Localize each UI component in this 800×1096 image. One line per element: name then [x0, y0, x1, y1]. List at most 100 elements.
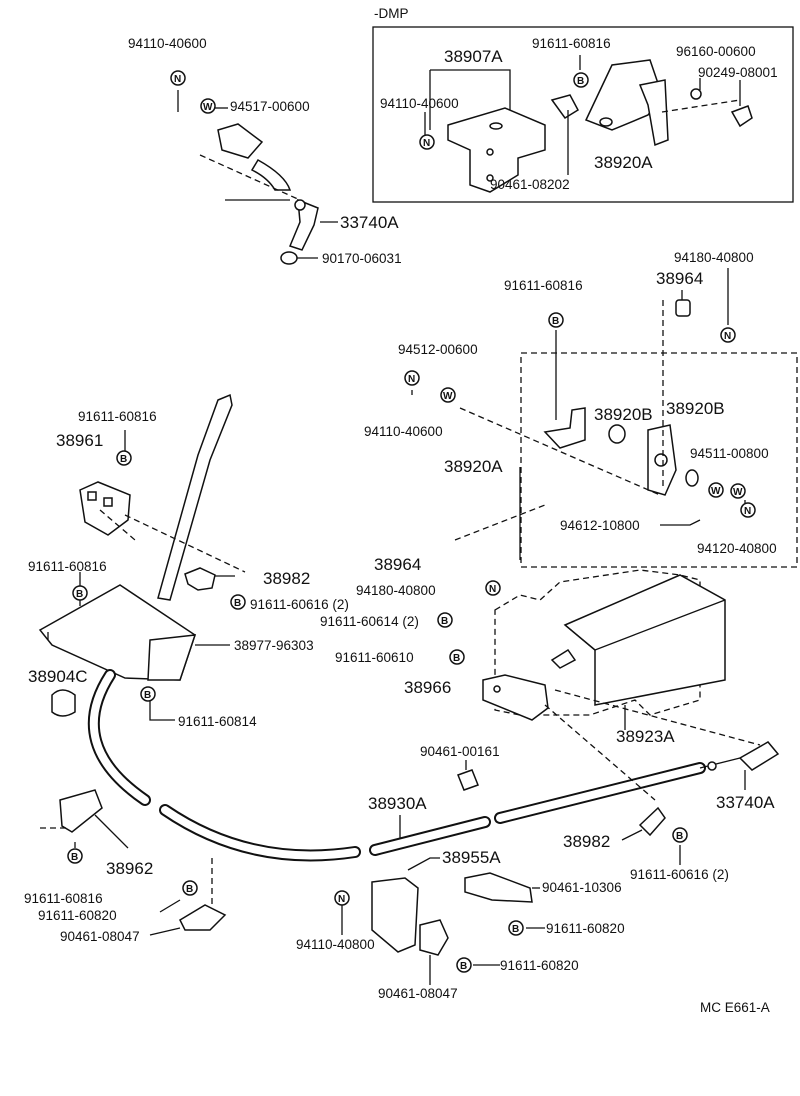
label-91611-60820: 91611-60820	[500, 958, 579, 973]
bolt-symbol-b	[508, 920, 524, 936]
cable-nut	[707, 761, 717, 771]
label-94517-00600: 94517-00600	[230, 99, 310, 114]
leader-dash	[99, 509, 136, 541]
bolt-symbol-b	[72, 585, 88, 601]
38930a-cable-group	[87, 669, 780, 862]
leader	[407, 857, 440, 871]
leader	[159, 899, 181, 913]
90249-bolt	[730, 105, 753, 128]
label-94110-40600: 94110-40600	[380, 96, 459, 111]
hole	[87, 491, 97, 501]
nut-symbol-n	[404, 370, 420, 386]
33740a-top-part	[288, 198, 319, 251]
washer-symbol-w	[708, 482, 724, 498]
bolt-symbol-b	[573, 72, 589, 88]
leader	[621, 829, 643, 841]
bolt-symbol-text: B	[186, 884, 193, 895]
96160-washer	[690, 88, 702, 100]
top-linkage-group	[177, 90, 338, 265]
label-94612-10800: 94612-10800	[560, 518, 640, 533]
label-91611-60614-2: 91611-60614 (2)	[320, 614, 419, 629]
label-90461-08047: 90461-08047	[378, 986, 458, 1001]
subassembly-dashed-box	[520, 352, 798, 568]
bolt-symbol-b	[67, 848, 83, 864]
label-94110-40600: 94110-40600	[128, 36, 207, 51]
ball-joint	[294, 199, 306, 211]
label-38920b: 38920B	[594, 405, 653, 424]
label-38966: 38966	[404, 678, 451, 697]
cable-end-rod	[699, 757, 741, 769]
leader	[149, 700, 175, 721]
38923a-housing	[563, 574, 726, 706]
label-90461-08202: 90461-08202	[490, 177, 570, 192]
label-91611-60816: 91611-60816	[504, 278, 583, 293]
hole	[489, 122, 503, 130]
label-96160-00600: 96160-00600	[676, 44, 756, 59]
cable-segment-inner	[371, 818, 489, 854]
label-94512-00600: 94512-00600	[398, 342, 478, 357]
label-91611-60616-2: 91611-60616 (2)	[630, 867, 729, 882]
bolt-symbol-text: B	[676, 831, 683, 842]
label-94511-00800: 94511-00800	[690, 446, 769, 461]
pivot	[654, 453, 668, 467]
label-38982: 38982	[563, 832, 610, 851]
38923a-housing-group	[482, 569, 726, 730]
90170-washer	[280, 251, 298, 265]
bolt-symbol-text: B	[577, 76, 584, 87]
bushing-part	[217, 123, 264, 159]
90461-08047-b-clamp	[419, 919, 449, 956]
dmp-inset-box	[372, 26, 794, 203]
washer-symbol-text: W	[711, 486, 721, 497]
nut-symbol-text: N	[423, 138, 430, 149]
bolt-symbol-b	[456, 957, 472, 973]
bolt-symbol-b	[116, 450, 132, 466]
leader	[94, 814, 129, 849]
bolt-symbol-b	[182, 880, 198, 896]
nut-symbol-n	[485, 580, 501, 596]
leader	[660, 519, 701, 526]
label-91611-60820: 91611-60820	[38, 908, 117, 923]
label-91611-60814: 91611-60814	[178, 714, 257, 729]
label-91611-60610: 91611-60610	[335, 650, 414, 665]
bolt-symbol-text: B	[76, 589, 83, 600]
38955a-bracket	[371, 877, 419, 953]
bolt-symbol-b	[672, 827, 688, 843]
nut-symbol-n	[720, 327, 736, 343]
bracket-side	[147, 634, 197, 681]
bolt-symbol-text: B	[460, 961, 467, 972]
bolt-symbol-text: B	[552, 316, 559, 327]
hole	[486, 148, 494, 156]
label-33740a: 33740A	[340, 213, 399, 232]
90461-10306-strap	[464, 872, 533, 903]
label-94180-40800: 94180-40800	[356, 583, 436, 598]
washer-symbol-text: W	[443, 391, 453, 402]
label-91611-60820: 91611-60820	[546, 921, 625, 936]
label-38977-96303: 38977-96303	[234, 638, 314, 653]
hole	[493, 685, 501, 693]
38962-bracket	[59, 789, 103, 833]
actuator-subassembly-group	[411, 268, 746, 560]
bolt-symbol-b	[230, 594, 246, 610]
nut-symbol-text: N	[724, 331, 731, 342]
leader-dash	[199, 154, 301, 201]
38966-bracket	[482, 674, 549, 721]
90461-08202-clip	[550, 94, 579, 120]
leader-dash	[661, 99, 741, 113]
leader-dash	[554, 689, 761, 746]
38904c-grommet	[51, 689, 76, 717]
housing-outline-dashed	[494, 569, 701, 716]
38982-low-clamp	[638, 806, 666, 837]
footer-code: MC E661-A	[700, 1000, 770, 1015]
label-38961: 38961	[56, 431, 103, 450]
shift-cable-rod	[157, 393, 233, 601]
94511-nut	[685, 469, 699, 487]
label-38955a: 38955A	[442, 848, 501, 867]
label-90170-06031: 90170-06031	[322, 251, 402, 266]
nut-symbol-n	[334, 890, 350, 906]
label-90249-08001: 90249-08001	[698, 65, 778, 80]
bolt-symbol-b	[548, 312, 564, 328]
washer-symbol-w	[730, 483, 746, 499]
nut-symbol-n	[740, 502, 756, 518]
nut-symbol-text: N	[338, 894, 345, 905]
